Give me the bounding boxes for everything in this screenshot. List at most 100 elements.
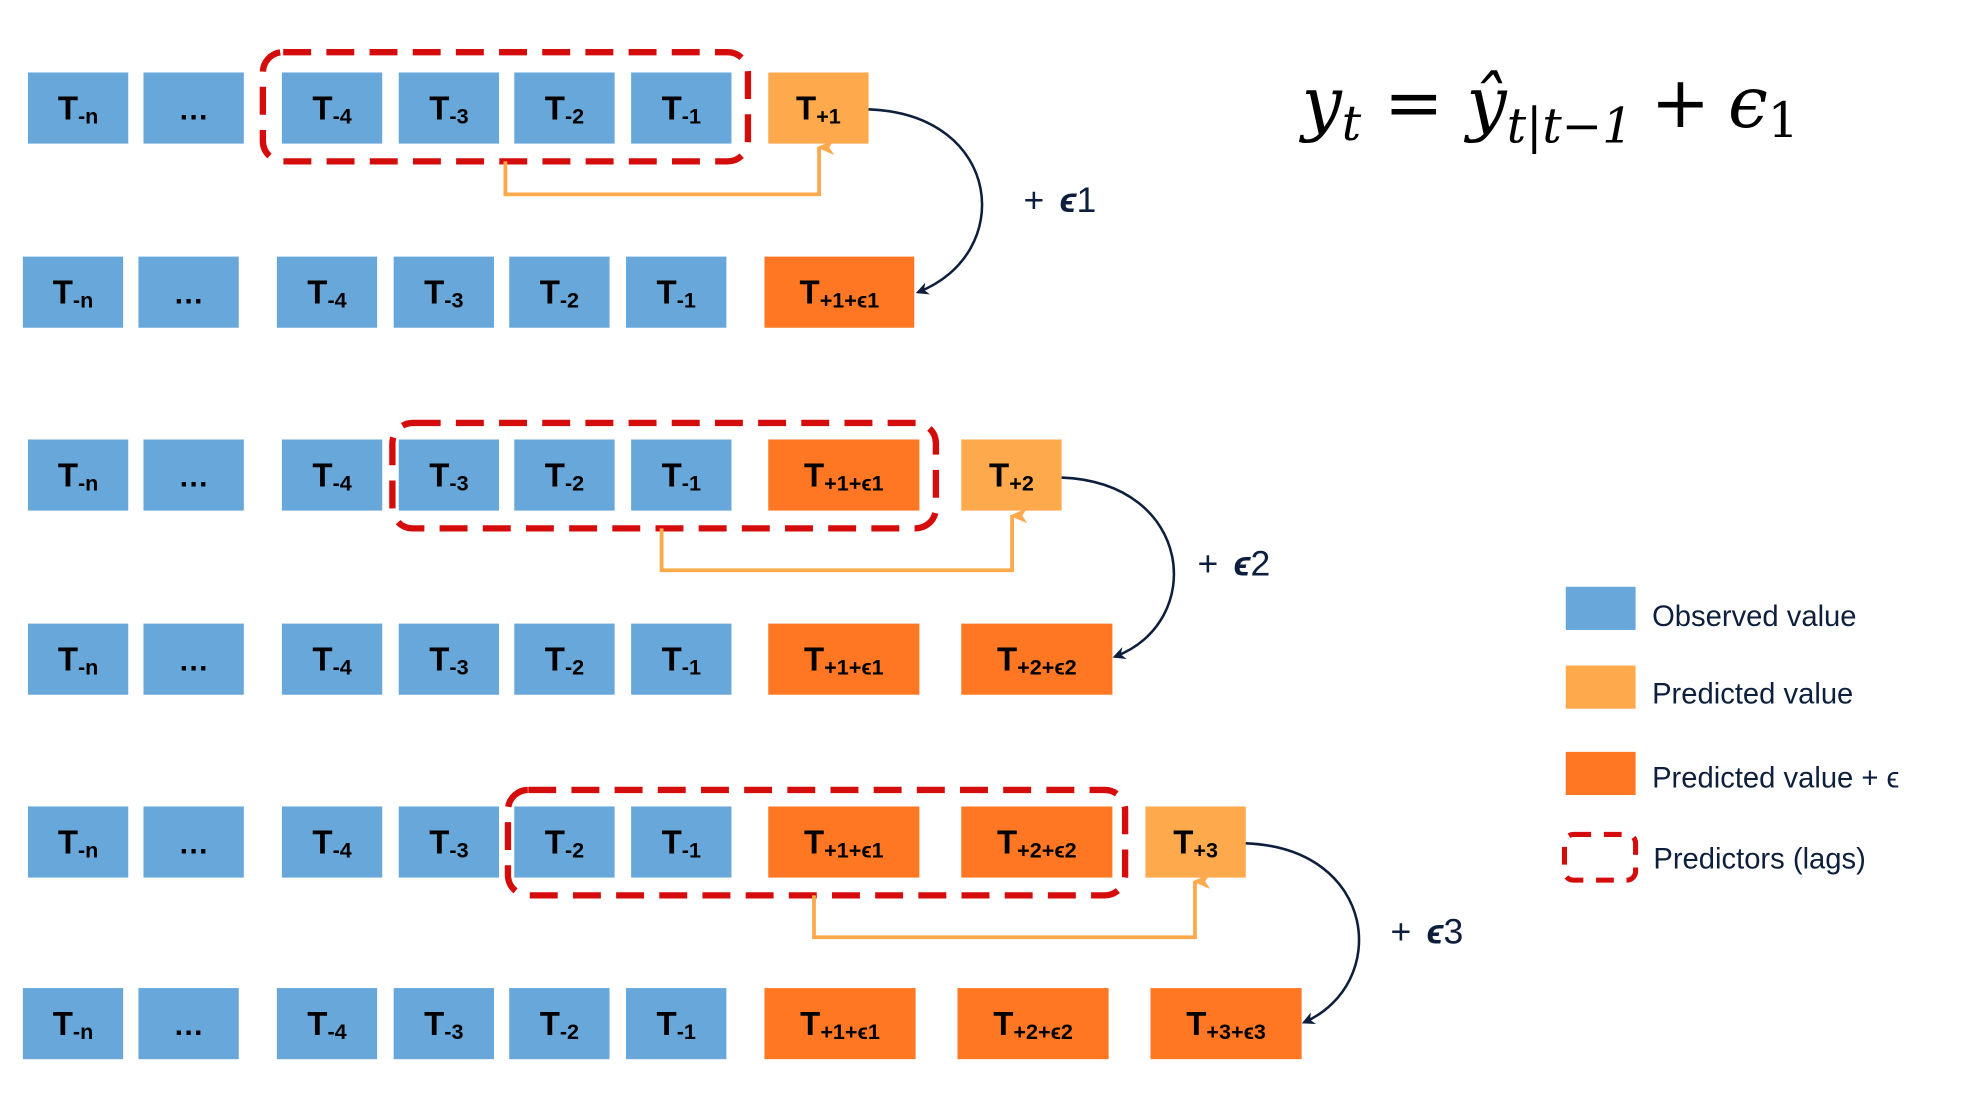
cell-observed-r4-c5: T-2 <box>514 623 615 695</box>
cell-box <box>138 256 239 328</box>
cell-box <box>276 988 378 1060</box>
cell-observed-r4-c3: T-4 <box>281 623 383 695</box>
predict-connector-1 <box>503 139 835 197</box>
cell-label: T-1 <box>657 1005 696 1044</box>
cell-box <box>961 623 1113 695</box>
cell-observed-r1-c4: T-3 <box>398 72 500 144</box>
cell-observed-r2-c6: T-1 <box>626 256 727 328</box>
cell-box <box>631 623 732 695</box>
cell-box <box>393 256 494 328</box>
cell-label: … <box>173 277 203 311</box>
cell-label: … <box>173 1008 203 1042</box>
cell-observed-r5-c3: T-4 <box>281 806 383 878</box>
cell-predicted_eps-r2-c7: T+1+ϵ1 <box>764 256 915 328</box>
cell-box <box>514 72 615 144</box>
cell-box <box>143 72 244 144</box>
cell-box <box>393 988 494 1060</box>
cell-observed-r1-c3: T-4 <box>281 72 383 144</box>
cell-label: T-2 <box>545 456 584 495</box>
predict-connector-3 <box>812 873 1211 940</box>
cell-box <box>398 72 500 144</box>
cell-box <box>961 439 1062 511</box>
cell-label: T-1 <box>662 456 701 495</box>
cell-box <box>626 988 727 1060</box>
cell-box <box>276 256 378 328</box>
cell-observed-r2-c5: T-2 <box>509 256 610 328</box>
error-label-2: +ϵ2 <box>1197 543 1270 583</box>
cell-box <box>27 806 129 878</box>
cell-box <box>631 439 732 511</box>
cell-predicted_eps-r4-c7: T+1+ϵ1 <box>768 623 920 695</box>
cell-box <box>509 256 610 328</box>
cell-observed-r3-c3: T-4 <box>281 439 383 511</box>
cell-label: T-4 <box>312 89 351 128</box>
error-label-1: +ϵ1 <box>1024 180 1097 220</box>
cell-box <box>281 72 383 144</box>
cell-box <box>626 256 727 328</box>
formula-lhs: y <box>1299 61 1343 144</box>
cell-label: T-3 <box>429 823 468 862</box>
cell-observed-r1-c5: T-2 <box>514 72 615 144</box>
cell-observed-r6-c4: T-3 <box>393 988 494 1060</box>
cell-observed-r4-c6: T-1 <box>631 623 732 695</box>
cell-box <box>143 806 244 878</box>
cell-predicted_eps-r5-c8: T+2+ϵ2 <box>961 806 1113 878</box>
cell-label: T-4 <box>307 1005 346 1044</box>
cell-label: … <box>178 92 208 126</box>
legend-label-observed: Observed value <box>1652 601 1856 633</box>
cell-observed-r2-c2: … <box>138 256 239 328</box>
cell-box <box>398 623 500 695</box>
cell-box <box>961 806 1113 878</box>
cell-predicted_eps-r3-c7: T+1+ϵ1 <box>768 439 920 511</box>
cell-label: T-4 <box>312 823 351 862</box>
cell-observed-r5-c6: T-1 <box>631 806 732 878</box>
cell-predicted_eps-r4-c8: T+2+ϵ2 <box>961 623 1113 695</box>
cell-label: T+1 <box>796 89 841 128</box>
cell-box <box>1150 988 1302 1060</box>
cell-label: T-2 <box>540 1005 579 1044</box>
cell-observed-r4-c1: T-n <box>27 623 129 695</box>
cell-box <box>281 623 383 695</box>
cell-box <box>514 439 615 511</box>
cell-observed-r3-c2: … <box>143 439 244 511</box>
cell-box <box>138 988 239 1060</box>
cell-label: T-4 <box>312 641 351 680</box>
cell-label: T-2 <box>540 274 579 313</box>
add-error-arrow-3 <box>1245 842 1361 1025</box>
cell-predicted_eps-r6-c7: T+1+ϵ1 <box>764 988 916 1060</box>
predict-connector-2 <box>659 508 1028 573</box>
legend-label-predicted-eps: Predicted value + ϵ <box>1652 762 1899 794</box>
cell-label: T+1+ϵ1 <box>804 823 884 862</box>
cell-observed-r5-c5: T-2 <box>514 806 615 878</box>
add-error-arrow-1 <box>868 108 984 295</box>
add-error-arrow-2 <box>1061 476 1176 659</box>
legend-swatch-predictors <box>1561 831 1639 883</box>
cell-label: T-2 <box>545 641 584 680</box>
cell-box <box>631 806 732 878</box>
cell-observed-r1-c6: T-1 <box>631 72 732 144</box>
cell-label: T+3 <box>1173 823 1218 862</box>
cell-label: T-4 <box>312 456 351 495</box>
cell-label: T+1+ϵ1 <box>804 641 884 680</box>
cell-label: T-1 <box>662 89 701 128</box>
cell-box <box>398 806 500 878</box>
formula-yhat: ŷ <box>1464 61 1508 144</box>
cell-observed-r5-c4: T-3 <box>398 806 500 878</box>
cell-observed-r6-c5: T-2 <box>509 988 610 1060</box>
cell-label: T-n <box>53 1005 94 1044</box>
legend-swatch-predicted-eps <box>1565 751 1636 796</box>
cell-box <box>1145 806 1246 878</box>
cell-label: T-3 <box>429 641 468 680</box>
cell-box <box>957 988 1109 1060</box>
cell-observed-r3-c4: T-3 <box>398 439 500 511</box>
cell-observed-r6-c3: T-4 <box>276 988 378 1060</box>
cell-label: T-3 <box>424 1005 463 1044</box>
cell-observed-r2-c3: T-4 <box>276 256 378 328</box>
cell-box <box>27 623 129 695</box>
cell-observed-r5-c1: T-n <box>27 806 129 878</box>
cell-label: T-3 <box>429 456 468 495</box>
cell-label: T-1 <box>662 823 701 862</box>
cell-box <box>22 256 124 328</box>
cell-box <box>631 72 732 144</box>
